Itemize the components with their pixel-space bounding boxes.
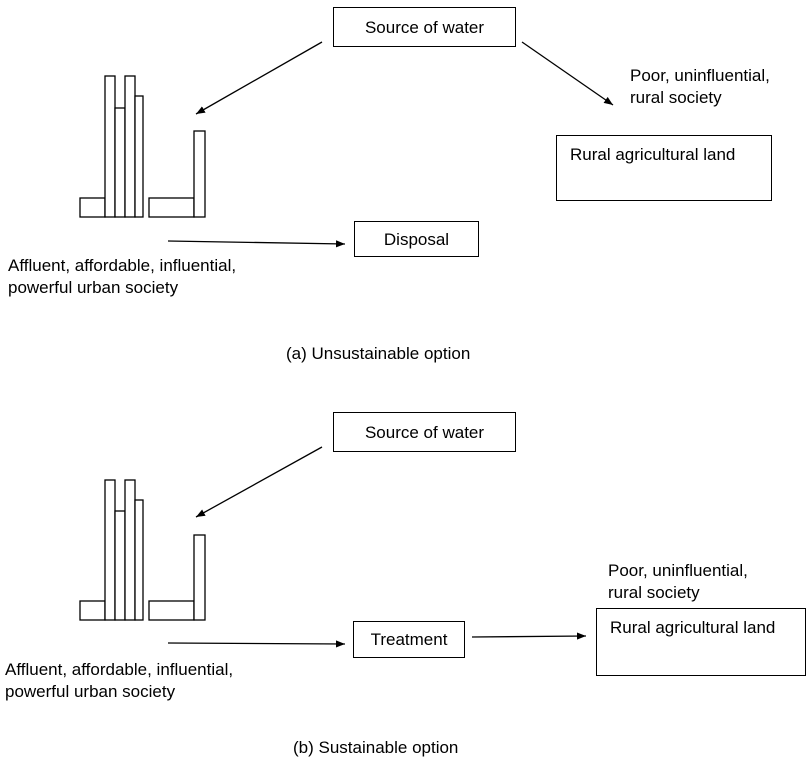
arrow-source-to-rural-a [521, 41, 614, 106]
treatment-label: Treatment [370, 630, 448, 649]
source-of-water-label-b: Source of water [364, 422, 485, 442]
urban-society-label-b: Affluent, affordable, influential, power… [5, 660, 234, 701]
disposal-box: Disposal [354, 221, 479, 257]
rural-society-label-a: Poor, uninfluential, rural society [630, 66, 770, 107]
rural-agricultural-land-box-b: Rural agricultural land [596, 608, 806, 676]
rural-agricultural-land-box-a: Rural agricultural land [556, 135, 772, 201]
urban-society-label-a: Affluent, affordable, influential, power… [8, 256, 237, 297]
disposal-label: Disposal [383, 229, 450, 249]
source-of-water-box-a: Source of water [333, 7, 516, 47]
arrow-treatment-to-rural-b [471, 632, 587, 640]
urban-buildings-a [79, 75, 206, 218]
arrows-a [167, 41, 614, 248]
rural-agricultural-land-label-b: Rural agricultural land [610, 618, 776, 637]
rural-agricultural-land-label-a: Rural agricultural land [570, 145, 736, 164]
treatment-box: Treatment [353, 621, 465, 658]
source-of-water-label-a: Source of water [364, 17, 485, 37]
arrow-source-to-city-a [195, 41, 323, 115]
rural-society-label-b: Poor, uninfluential, rural society [608, 561, 748, 602]
caption-b: (b) Sustainable option [293, 738, 459, 757]
arrow-source-to-city-b [195, 446, 323, 518]
arrow-city-to-treatment-b [167, 640, 346, 648]
caption-a: (a) Unsustainable option [286, 344, 471, 363]
source-of-water-box-b: Source of water [333, 412, 516, 452]
urban-buildings-b [79, 479, 206, 621]
arrows-b [167, 446, 587, 648]
arrow-city-to-disposal-a [167, 240, 346, 248]
